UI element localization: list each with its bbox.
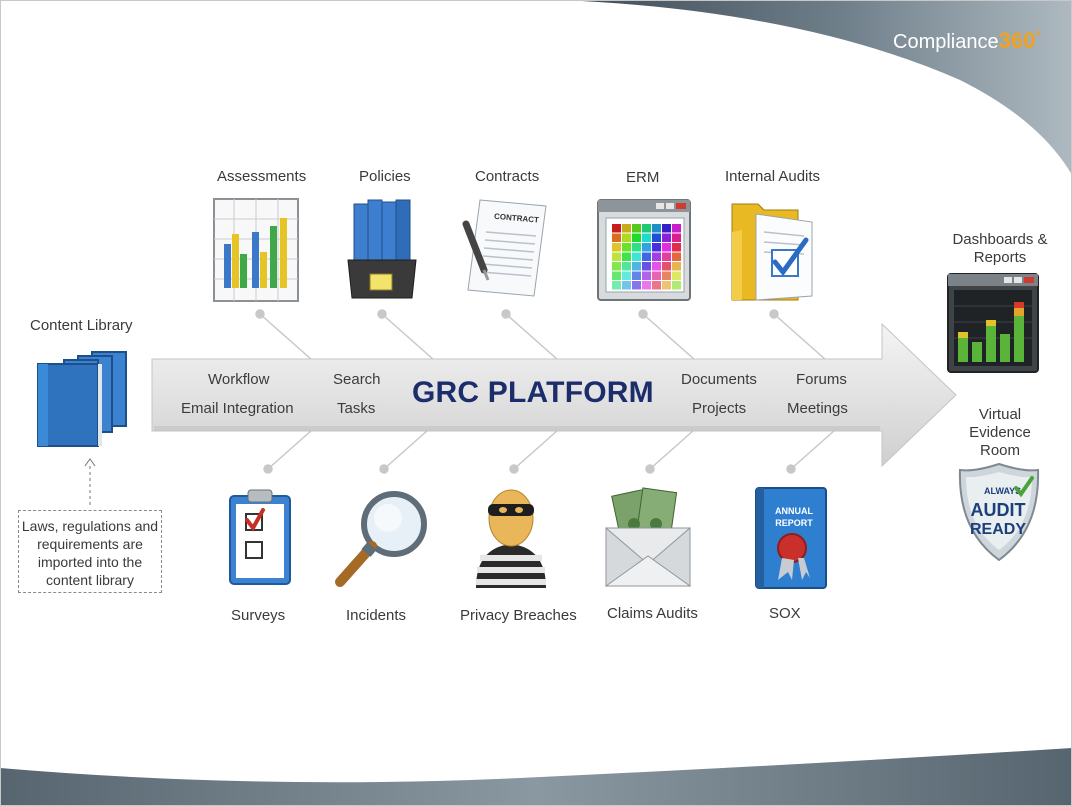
dashboards-label: Dashboards & Reports	[952, 231, 1048, 266]
erm-grid-cell	[652, 243, 661, 252]
module-label-erm: ERM	[626, 169, 660, 186]
erm-grid-cell	[632, 281, 641, 290]
erm-grid-cell	[622, 224, 631, 233]
module-label-surveys: Surveys	[231, 607, 286, 624]
module-label-claims-audits: Claims Audits	[607, 605, 698, 622]
erm-grid-cell	[652, 281, 661, 290]
erm-grid-cell	[612, 233, 621, 242]
erm-grid-cell	[642, 233, 651, 242]
erm-grid-cell	[622, 271, 631, 280]
erm-grid-cell	[672, 224, 681, 233]
erm-grid-cell	[612, 252, 621, 261]
platform-title: GRC PLATFORM	[412, 376, 654, 409]
feature-workflow: Workflow	[208, 371, 270, 388]
erm-grid-cell	[672, 243, 681, 252]
module-label-internal-audits: Internal Audits	[725, 168, 821, 185]
erm-grid-cell	[642, 262, 651, 271]
erm-grid-cell	[672, 262, 681, 271]
erm-grid-cell	[652, 233, 661, 242]
module-label-sox: SOX	[769, 605, 801, 622]
erm-grid-cell	[622, 233, 631, 242]
brand-number: 360	[998, 28, 1036, 53]
burglar-icon	[476, 489, 546, 588]
feature-documents: Documents	[681, 371, 757, 388]
annual-report-line1: ANNUAL	[775, 506, 813, 516]
books-icon	[37, 351, 127, 447]
badge-ready: READY	[970, 521, 1026, 538]
module-label-incidents: Incidents	[346, 607, 407, 624]
erm-grid-cell	[622, 252, 631, 261]
badge-always: ALWAYS	[984, 486, 1021, 496]
erm-grid-cell	[632, 271, 641, 280]
annual-report-line2: REPORT	[775, 518, 813, 528]
badge-audit: AUDIT	[971, 500, 1026, 520]
evidence-room-label: Virtual Evidence Room	[969, 406, 1031, 459]
module-label-policies: Policies	[359, 168, 411, 185]
module-label-assessments: Assessments	[217, 168, 307, 185]
color-grid-window-icon	[597, 199, 691, 301]
erm-grid-cell	[642, 252, 651, 261]
erm-grid-cell	[662, 224, 671, 233]
brand-logo: Compliance360°	[893, 28, 1041, 54]
erm-grid-cell	[612, 281, 621, 290]
feature-email-integration: Email Integration	[181, 400, 294, 417]
module-label-contracts: Contracts	[475, 168, 540, 185]
contract-title: CONTRACT	[494, 212, 540, 225]
bar-chart-icon	[213, 198, 299, 302]
erm-grid-cell	[662, 233, 671, 242]
feature-search: Search	[333, 371, 381, 388]
contract-icon: CONTRACT	[462, 199, 547, 297]
feature-forums: Forums	[796, 371, 847, 388]
audit-folder-icon	[731, 203, 813, 301]
erm-grid-cell	[662, 281, 671, 290]
erm-grid-cell	[632, 233, 641, 242]
erm-grid-cell	[642, 224, 651, 233]
erm-grid-cell	[662, 252, 671, 261]
erm-grid-cell	[622, 281, 631, 290]
erm-grid-cell	[672, 271, 681, 280]
annual-report-book-icon: ANNUAL REPORT	[755, 487, 827, 589]
clipboard-icon	[229, 489, 291, 585]
erm-grid-cell	[612, 243, 621, 252]
erm-grid-cell	[652, 271, 661, 280]
magnifying-glass-icon	[335, 491, 427, 587]
erm-grid-cell	[662, 262, 671, 271]
erm-grid-cell	[672, 233, 681, 242]
erm-grid-cell	[632, 224, 641, 233]
module-label-privacy-breaches: Privacy Breaches	[460, 607, 577, 624]
erm-grid-cell	[652, 252, 661, 261]
erm-grid-cell	[672, 281, 681, 290]
erm-grid-cell	[662, 243, 671, 252]
brand-degree: °	[1035, 28, 1041, 44]
feature-tasks: Tasks	[337, 400, 376, 417]
erm-grid-cell	[672, 252, 681, 261]
erm-grid-cell	[652, 224, 661, 233]
erm-grid-cell	[612, 224, 621, 233]
erm-grid-cell	[622, 262, 631, 271]
feature-projects: Projects	[692, 400, 747, 417]
dashboard-window-icon	[947, 273, 1039, 373]
erm-grid-cell	[662, 271, 671, 280]
content-library-note: Laws, regulations and requirements are i…	[18, 510, 162, 593]
erm-grid-cell	[642, 243, 651, 252]
erm-grid-cell	[622, 243, 631, 252]
audit-ready-badge-icon: ALWAYS AUDIT READY	[958, 462, 1040, 562]
brand-name: Compliance	[893, 31, 999, 53]
erm-grid-cell	[612, 262, 621, 271]
content-library-label: Content Library	[30, 317, 133, 334]
erm-grid-cell	[652, 262, 661, 271]
erm-grid-cell	[612, 271, 621, 280]
binders-icon	[347, 199, 417, 299]
erm-grid-cell	[632, 243, 641, 252]
erm-grid-cell	[632, 252, 641, 261]
feature-meetings: Meetings	[787, 400, 848, 417]
erm-grid-cell	[642, 281, 651, 290]
money-envelope-icon	[604, 487, 692, 587]
platform-arrow	[151, 322, 957, 468]
erm-grid-cell	[632, 262, 641, 271]
erm-grid-cell	[642, 271, 651, 280]
